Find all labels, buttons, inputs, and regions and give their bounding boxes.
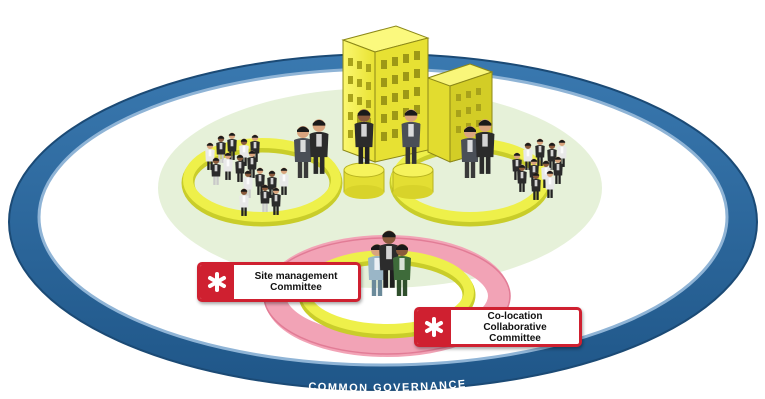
co-location-label: Co-location Collaborative Committee — [483, 310, 547, 344]
person-figure — [255, 167, 265, 195]
person-figure — [475, 119, 495, 174]
asterisk-icon — [200, 265, 234, 299]
person-figure — [354, 109, 374, 164]
co-location-callout: Co-location Collaborative Committee — [414, 307, 582, 347]
person-figure — [523, 142, 533, 170]
person-figure — [393, 244, 411, 296]
person-figure — [235, 154, 245, 182]
left-pedestal — [343, 162, 385, 199]
person-figure — [294, 126, 312, 178]
asterisk-icon — [417, 310, 451, 344]
person-figure — [211, 157, 221, 185]
person-figure — [216, 135, 226, 163]
person-figure — [545, 170, 555, 198]
person-figure — [279, 167, 289, 195]
person-figure — [461, 126, 479, 178]
person-figure — [309, 119, 329, 174]
person-figure — [205, 142, 215, 170]
person-figure — [260, 184, 270, 212]
people-group-icon — [205, 109, 567, 296]
left-yellow-ring — [181, 138, 343, 227]
person-figure — [227, 132, 237, 160]
person-figure — [239, 188, 249, 216]
ring-label: COMMON GOVERNANCE — [308, 378, 467, 394]
person-figure — [250, 134, 260, 162]
site-management-label: Site management Committee — [254, 271, 338, 293]
person-figure — [517, 164, 527, 192]
person-figure — [223, 152, 233, 180]
person-figure — [271, 187, 281, 215]
site-management-callout: Site management Committee — [197, 262, 361, 302]
right-pedestal — [392, 162, 434, 199]
person-figure — [401, 109, 421, 164]
person-figure — [553, 156, 563, 184]
person-figure — [531, 172, 541, 200]
person-figure — [535, 138, 545, 166]
person-figure — [557, 139, 567, 167]
person-figure — [239, 138, 249, 166]
person-figure — [368, 244, 386, 296]
